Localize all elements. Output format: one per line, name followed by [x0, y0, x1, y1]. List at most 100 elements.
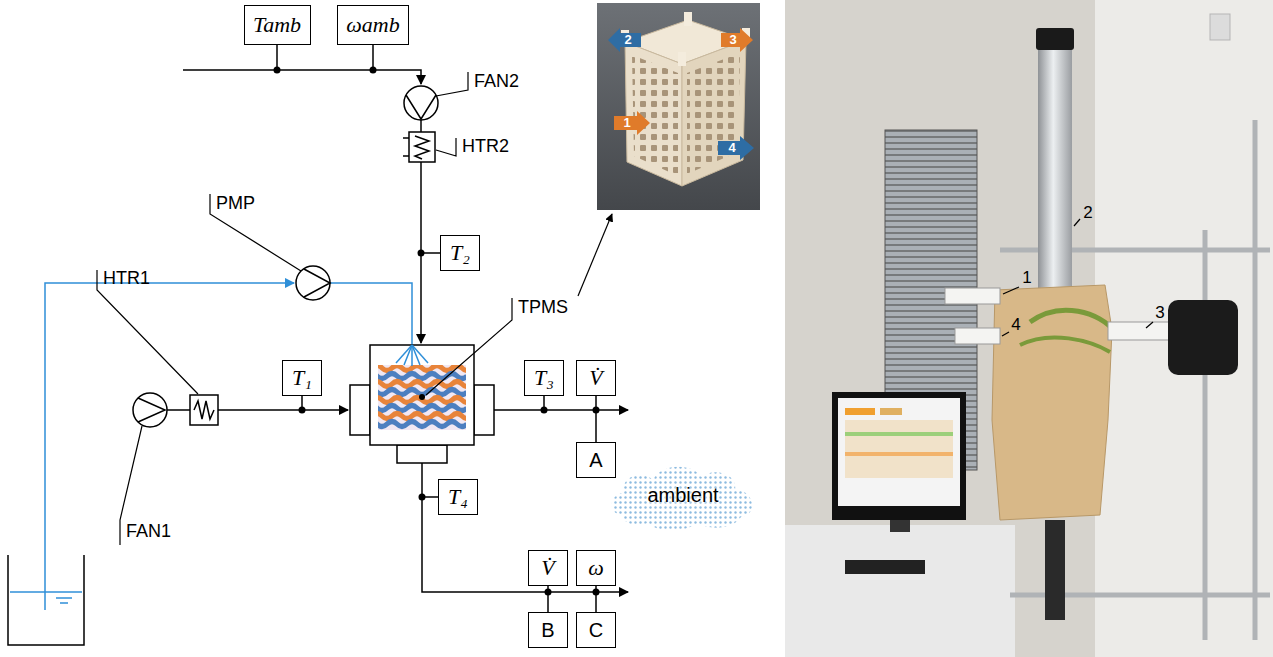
rig-photo	[1003, 287, 1019, 294]
test-chamber	[397, 445, 447, 463]
sensor-dot	[274, 67, 377, 74]
callout-number: 1	[1022, 269, 1031, 288]
component-label: HTR1	[103, 269, 150, 289]
water-surface	[10, 592, 82, 603]
tpms-photo	[718, 136, 754, 160]
tpms-photo	[597, 3, 760, 210]
sensor-dot	[370, 67, 377, 74]
rig-photo	[785, 0, 1273, 657]
ambient-text: ambient	[647, 484, 718, 506]
sensor-dot	[274, 67, 281, 74]
leader-line	[210, 194, 301, 271]
heater-symbol	[409, 132, 435, 162]
water-line	[45, 283, 294, 610]
component-label: PMP	[216, 194, 255, 214]
cloud-outline	[612, 467, 752, 531]
leader-line	[436, 138, 456, 156]
tpms-photo	[721, 28, 753, 52]
tpms-photo	[614, 111, 650, 135]
instrument-letter: C	[589, 619, 603, 641]
test-chamber	[474, 385, 494, 435]
water-spray	[404, 345, 412, 365]
water-spray	[396, 345, 428, 366]
rig-photo	[1038, 45, 1072, 295]
callout-number: 4	[1011, 316, 1020, 335]
tpms-structure	[378, 365, 466, 430]
leader-line	[436, 72, 468, 96]
sensor-box: T₂	[440, 235, 480, 271]
sensor-dot	[419, 394, 425, 400]
sensor-box: T₄	[438, 479, 478, 515]
sensor-box: T₃	[524, 360, 564, 396]
water-spray	[396, 345, 412, 363]
tpms-photo	[625, 42, 682, 186]
air-line	[183, 45, 421, 84]
rig-photo	[1146, 322, 1153, 328]
heater-symbol	[403, 137, 409, 139]
instrument-letter: A	[589, 449, 602, 471]
rig-photo	[955, 328, 1000, 344]
rig-photo	[838, 398, 960, 506]
component-label: FAN1	[126, 522, 171, 542]
water-line	[45, 283, 412, 610]
test-chamber	[350, 385, 370, 435]
sensor-box: ω	[576, 550, 616, 586]
instrument-box: B	[528, 612, 568, 648]
rig-photo	[1108, 322, 1170, 340]
callout-number: 3	[1155, 304, 1164, 323]
sensor-symbol: V̇	[589, 366, 602, 390]
heater-symbol	[190, 395, 218, 425]
rig-photo	[1045, 520, 1065, 620]
signal-connector	[595, 396, 597, 442]
tpms-photo	[608, 28, 641, 52]
tpms-structure	[378, 366, 466, 371]
rig-photo	[845, 432, 953, 436]
tpms-structure	[378, 382, 466, 387]
sensor-box: T₁	[282, 360, 322, 396]
pump-symbol	[296, 266, 330, 300]
tpms-structure	[378, 390, 466, 395]
rig-photo	[1036, 28, 1074, 50]
pump-symbol	[296, 266, 330, 300]
leader-line	[578, 214, 612, 296]
rig-photo	[785, 0, 1273, 657]
tpms-structure	[378, 414, 466, 419]
heater-symbol	[190, 395, 218, 425]
rig-photo	[845, 408, 875, 415]
signal-connector	[547, 586, 549, 612]
rig-photo	[832, 392, 966, 520]
water-spray	[412, 345, 428, 363]
rig-photo	[845, 420, 953, 478]
sensor-dot	[419, 494, 426, 501]
instrument-letter: B	[541, 619, 554, 641]
fan-symbol	[404, 86, 438, 120]
test-chamber	[350, 345, 494, 463]
component-label: FAN2	[474, 72, 519, 92]
sensor-symbol: ω	[588, 556, 604, 580]
rig-photo	[945, 288, 1000, 304]
port-number: 4	[728, 141, 735, 155]
sensor-dot	[299, 407, 306, 414]
fan-symbol	[406, 95, 436, 119]
tpms-structure	[378, 422, 466, 427]
water-spray	[412, 345, 420, 365]
rig-photo	[890, 520, 910, 532]
tpms-structure	[378, 374, 466, 379]
tpms-photo	[684, 12, 692, 26]
fan-symbol	[133, 393, 167, 427]
rig-photo	[880, 408, 902, 415]
tpms-photo	[687, 53, 740, 174]
water-tank	[8, 555, 84, 645]
rig-photo	[992, 285, 1112, 520]
rig-photo	[845, 452, 953, 456]
rig-photo	[1210, 14, 1230, 40]
callout-number: 2	[1083, 204, 1092, 223]
rig-photo	[785, 525, 1015, 657]
rig-photo	[1074, 219, 1080, 226]
heater-symbol	[403, 132, 435, 162]
heater-symbol	[194, 401, 214, 419]
rig-photo	[1030, 310, 1115, 332]
port-number: 2	[624, 33, 631, 47]
rig-photo	[1020, 337, 1110, 352]
